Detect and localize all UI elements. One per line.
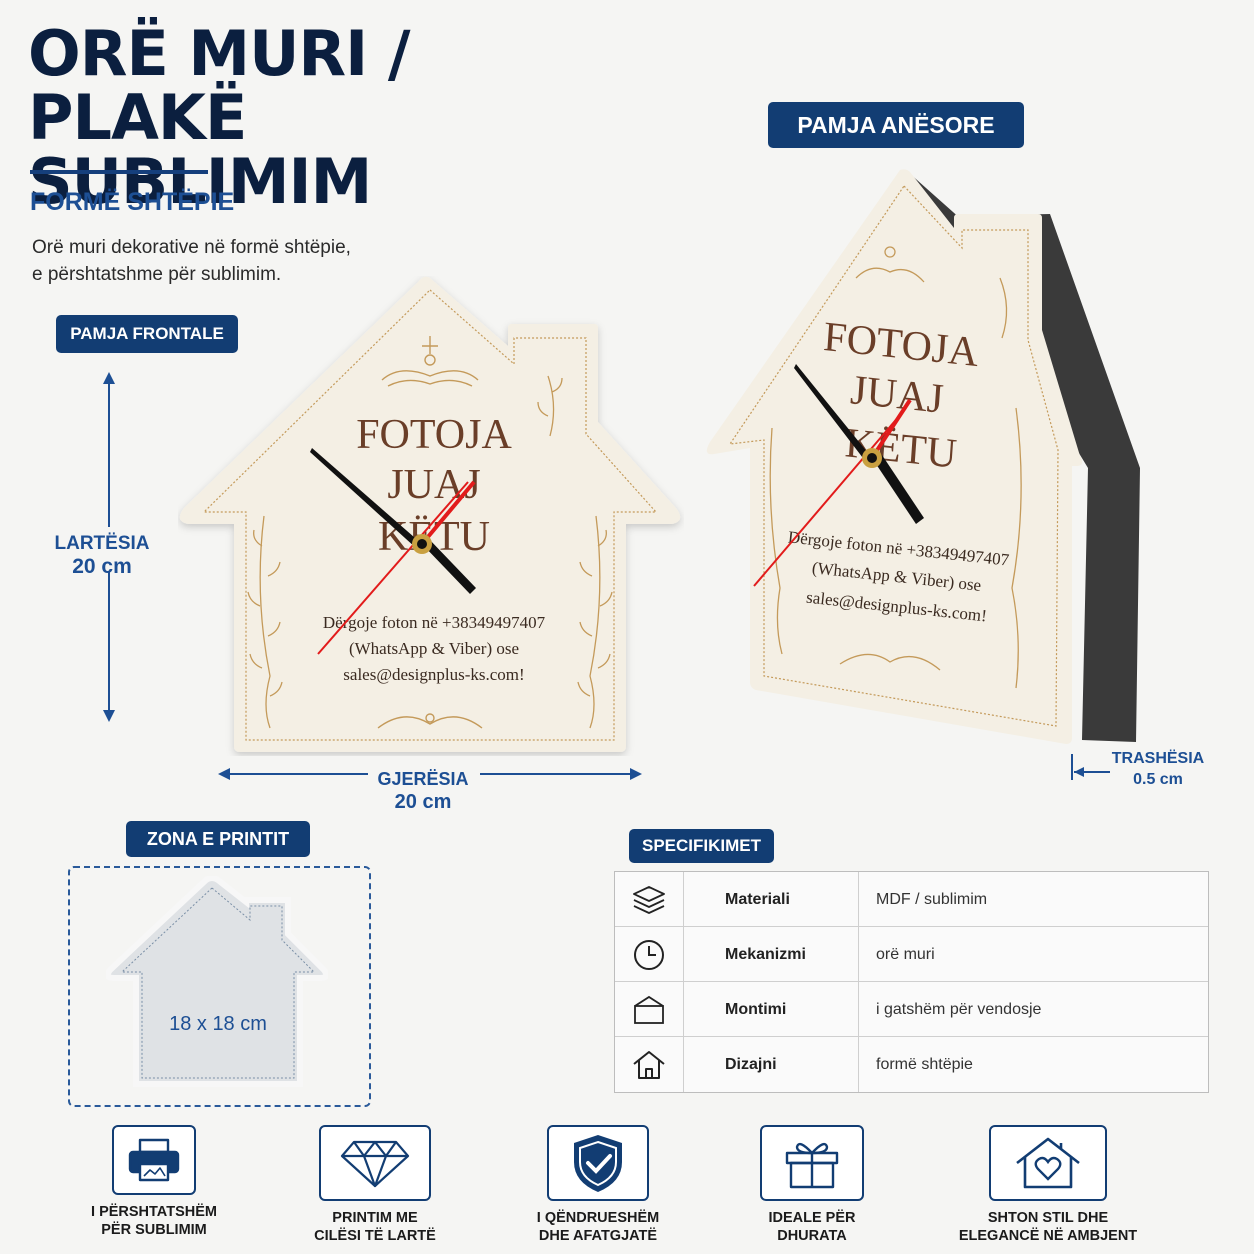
- side-clock-hands: [753, 364, 924, 587]
- thickness-arrow: [1071, 754, 1110, 780]
- description-line-2: e përshtatshme për sublimim.: [32, 264, 282, 285]
- spec-key: Dizajni: [725, 1056, 777, 1073]
- feature-caption: I QËNDRUESHËM DHE AFATGJATË: [498, 1209, 698, 1245]
- page-title: ORË MURI / PLAKË SUBLIMIM: [28, 22, 628, 214]
- front-clock-hands: [310, 448, 476, 655]
- feature-caption-line-1: IDEALE PËR: [768, 1210, 856, 1226]
- vine-left: [247, 515, 283, 729]
- width-label: GJERËSIA: [377, 769, 469, 789]
- house-heart-icon: [989, 1125, 1107, 1201]
- spec-row-mounting: Montimi i gatshëm për vendosje: [615, 982, 1208, 1037]
- specs-table: Materiali MDF / sublimim Mekanizmi orë m…: [614, 871, 1209, 1093]
- side-clock-edge: [908, 172, 1140, 742]
- gift-icon: [760, 1125, 864, 1201]
- printer-icon: [112, 1125, 196, 1195]
- feature-elegance: SHTON STIL DHE ELEGANCË NË AMBJENT: [948, 1125, 1148, 1245]
- height-label: LARTËSIA: [54, 533, 150, 554]
- feature-caption: IDEALE PËR DHURATA: [712, 1209, 912, 1245]
- diamond-icon: [319, 1125, 431, 1201]
- feature-caption: PRINTIM ME CILËSI TË LARTË: [275, 1209, 475, 1245]
- thickness-dimension: TRASHËSIA 0.5 cm: [1104, 748, 1212, 790]
- feature-quality: PRINTIM ME CILËSI TË LARTË: [275, 1125, 475, 1245]
- specs-badge: SPECIFIKIMET: [629, 829, 774, 863]
- feature-sublimation: I PËRSHTATSHËM PËR SUBLIMIM: [54, 1125, 254, 1239]
- feature-durable: I QËNDRUESHËM DHE AFATGJATË: [498, 1125, 698, 1245]
- width-value: 20 cm: [394, 791, 452, 813]
- title-underline: [30, 170, 208, 174]
- side-view-badge: PAMJA ANËSORE: [768, 102, 1024, 148]
- side-clock-board: [706, 169, 1083, 745]
- feature-gifts: IDEALE PËR DHURATA: [712, 1125, 912, 1245]
- front-contact-3: sales@designplus-ks.com!: [343, 665, 524, 684]
- print-zone-shape: 18 x 18 cm: [106, 876, 328, 1087]
- feature-caption-line-2: DHURATA: [777, 1228, 847, 1244]
- front-clock: FOTOJA JUAJ KËTU Dërgoje foton në +38349…: [179, 276, 681, 752]
- thickness-value: 0.5 cm: [1133, 771, 1183, 788]
- height-arrow: [103, 372, 115, 722]
- house-icon: [615, 1037, 684, 1092]
- title-line-1: ORË MURI / PLAKË: [28, 17, 410, 154]
- spec-value: formë shtëpie: [876, 1056, 973, 1073]
- feature-caption-line-1: I QËNDRUESHËM: [536, 1210, 660, 1226]
- front-photo-line-1: FOTOJA: [356, 412, 512, 458]
- print-zone-size: 18 x 18 cm: [169, 1013, 267, 1035]
- feature-caption-line-2: PËR SUBLIMIM: [101, 1222, 207, 1238]
- feature-caption: SHTON STIL DHE ELEGANCË NË AMBJENT: [948, 1209, 1148, 1245]
- ornament-bottom: [377, 713, 483, 729]
- side-clock: FOTOJA JUAJ KËTU Dërgoje foton në +38349…: [706, 169, 1140, 745]
- feature-caption-line-2: CILËSI TË LARTË: [314, 1228, 436, 1244]
- spec-row-design: Dizajni formë shtëpie: [615, 1037, 1208, 1092]
- spec-key: Materiali: [725, 891, 790, 908]
- front-view-badge: PAMJA FRONTALE: [56, 315, 238, 353]
- hanger-icon: [615, 982, 684, 1037]
- ornament-top: [381, 336, 479, 387]
- spec-value: MDF / sublimim: [876, 891, 988, 908]
- front-contact-2: (WhatsApp & Viber) ose: [349, 639, 519, 658]
- vine-right: [537, 375, 613, 729]
- feature-caption-line-2: ELEGANCË NË AMBJENT: [958, 1228, 1138, 1244]
- title-line-2: SUBLIMIM: [28, 145, 372, 218]
- print-zone-frame: [68, 866, 371, 1107]
- print-zone-badge: ZONA E PRINTIT: [126, 821, 310, 857]
- front-clock-board: [179, 276, 681, 752]
- feature-caption-line-1: PRINTIM ME: [332, 1210, 418, 1226]
- height-dimension: LARTËSIA 20 cm: [40, 532, 164, 578]
- subtitle: FORMË SHTËPIE: [30, 188, 235, 216]
- thickness-label: TRASHËSIA: [1111, 750, 1205, 767]
- height-value: 20 cm: [72, 555, 132, 578]
- spec-value: orë muri: [876, 946, 935, 963]
- spec-value: i gatshëm për vendosje: [876, 1001, 1042, 1018]
- feature-caption-line-2: DHE AFATGJATË: [538, 1228, 658, 1244]
- width-dimension: GJERËSIA 20 cm: [363, 768, 483, 814]
- feature-caption-line-1: SHTON STIL DHE: [987, 1210, 1109, 1226]
- spec-key: Mekanizmi: [725, 946, 806, 963]
- feature-caption-line-1: I PËRSHTATSHËM: [91, 1204, 217, 1220]
- width-arrow: [218, 768, 642, 780]
- spec-row-material: Materiali MDF / sublimim: [615, 872, 1208, 927]
- side-photo-line-2: JUAJ: [849, 367, 945, 423]
- front-contact-1: Dërgoje foton në +38349497407: [323, 613, 546, 632]
- description: Orë muri dekorative në formë shtëpie, e …: [32, 234, 392, 288]
- feature-caption: I PËRSHTATSHËM PËR SUBLIMIM: [54, 1203, 254, 1239]
- description-line-1: Orë muri dekorative në formë shtëpie,: [32, 237, 351, 258]
- side-ornaments: [769, 246, 1022, 689]
- spec-row-mechanism: Mekanizmi orë muri: [615, 927, 1208, 982]
- clock-icon: [615, 927, 684, 982]
- shield-check-icon: [547, 1125, 649, 1201]
- spec-key: Montimi: [725, 1001, 787, 1018]
- layers-icon: [615, 872, 684, 927]
